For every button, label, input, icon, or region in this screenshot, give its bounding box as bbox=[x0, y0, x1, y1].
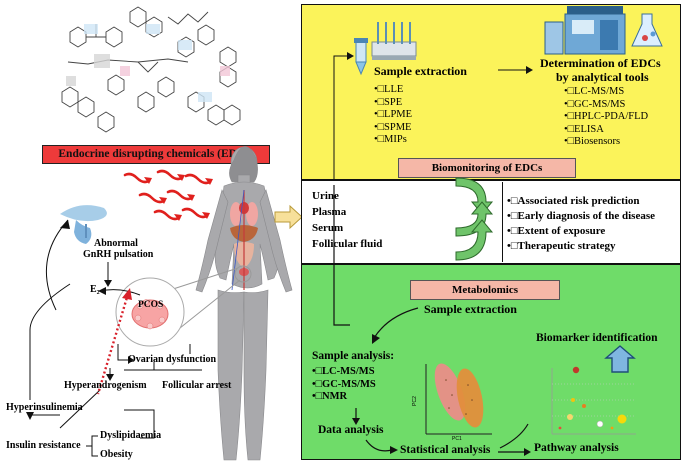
analysis-techniques-list: LC-MS/MS GC-MS/MS NMR bbox=[312, 366, 376, 404]
ovarian-dysfunction-label: Ovarian dysfunction bbox=[128, 354, 217, 365]
outcome-item: Associated risk prediction bbox=[507, 194, 655, 209]
edc-title-box: Endocrine disrupting chemicals (EDCs) bbox=[42, 145, 270, 164]
flask-icon bbox=[631, 13, 663, 47]
up-arrow-icon bbox=[604, 345, 636, 373]
pca-y-axis-label: PC2 bbox=[411, 396, 418, 406]
pathway-analysis-label: Pathway analysis bbox=[534, 442, 619, 454]
method-item: SPE bbox=[374, 97, 412, 110]
biomarker-identification-label: Biomarker identification bbox=[536, 332, 658, 344]
tube-rack-icon bbox=[371, 22, 417, 60]
analytical-instrument-icon bbox=[544, 6, 626, 55]
sample-urine: Urine bbox=[312, 190, 339, 202]
analytical-tools-list: LC-MS/MS GC-MS/MS HPLC-PDA/FLD ELISA Bio… bbox=[564, 86, 648, 149]
determination-title-line2: by analytical tools bbox=[556, 70, 649, 84]
e2-label: E₂ bbox=[90, 284, 100, 295]
data-analysis-label: Data analysis bbox=[318, 424, 384, 436]
sample-tube-icon bbox=[354, 38, 368, 76]
statistical-analysis-label: Statistical analysis bbox=[400, 444, 491, 456]
tool-item: GC-MS/MS bbox=[564, 99, 648, 112]
hyperinsulinemia-label: Hyperinsulinemia bbox=[6, 402, 83, 413]
metabolomics-sample-extraction: Sample extraction bbox=[424, 302, 517, 316]
tool-item: Biosensors bbox=[564, 136, 648, 149]
gnrh-label-line2: GnRH pulsation bbox=[83, 249, 154, 260]
biomonitoring-title-box: Biomonitoring of EDCs bbox=[398, 158, 576, 178]
sample-follicular-fluid: Follicular fluid bbox=[312, 238, 383, 250]
sample-plasma: Plasma bbox=[312, 206, 347, 218]
outcomes-list: Associated risk prediction Early diagnos… bbox=[507, 194, 656, 254]
hypothalamus-icon bbox=[60, 205, 107, 244]
follicular-arrest-label: Follicular arrest bbox=[162, 380, 232, 391]
extraction-methods-list: LLE SPE LPME SPME MIPs bbox=[374, 84, 412, 147]
method-item: LPME bbox=[374, 109, 412, 122]
pca-plot bbox=[425, 363, 492, 435]
outcome-item: Early diagnosis of the disease bbox=[507, 209, 656, 224]
gnrh-label-line1: Abnormal bbox=[94, 238, 138, 249]
tool-item: HPLC-PDA/FLD bbox=[564, 111, 648, 124]
technique-item: GC-MS/MS bbox=[312, 379, 376, 392]
pca-x-axis-label: PC1 bbox=[452, 436, 462, 442]
pcos-label: PCOS bbox=[138, 300, 164, 310]
method-item: MIPs bbox=[374, 134, 412, 147]
dyslipidaemia-label: Dyslipidaemia bbox=[100, 430, 162, 441]
metabolomics-title-box: Metabolomics bbox=[410, 280, 560, 300]
technique-item: NMR bbox=[312, 391, 376, 404]
outcome-item: Therapeutic strategy bbox=[507, 239, 655, 254]
tool-item: ELISA bbox=[564, 124, 648, 137]
method-item: LLE bbox=[374, 84, 412, 97]
bubble-plot bbox=[551, 366, 636, 435]
obesity-label: Obesity bbox=[100, 449, 133, 460]
determination-title-line1: Determination of EDCs bbox=[540, 56, 661, 70]
chemical-structures-drawing bbox=[61, 6, 241, 133]
method-item: SPME bbox=[374, 122, 412, 135]
tool-item: LC-MS/MS bbox=[564, 86, 648, 99]
sample-analysis-label: Sample analysis: bbox=[312, 350, 395, 362]
sample-serum: Serum bbox=[312, 222, 344, 234]
chemical-structures-collage bbox=[48, 2, 258, 142]
technique-item: LC-MS/MS bbox=[312, 366, 376, 379]
outcomes-box bbox=[502, 182, 680, 262]
sample-extraction-label: Sample extraction bbox=[374, 64, 467, 78]
outcome-item: Extent of exposure bbox=[507, 224, 655, 239]
hyperandrogenism-label: Hyperandrogenism bbox=[64, 380, 147, 391]
insulin-resistance-label: Insulin resistance bbox=[6, 440, 81, 451]
